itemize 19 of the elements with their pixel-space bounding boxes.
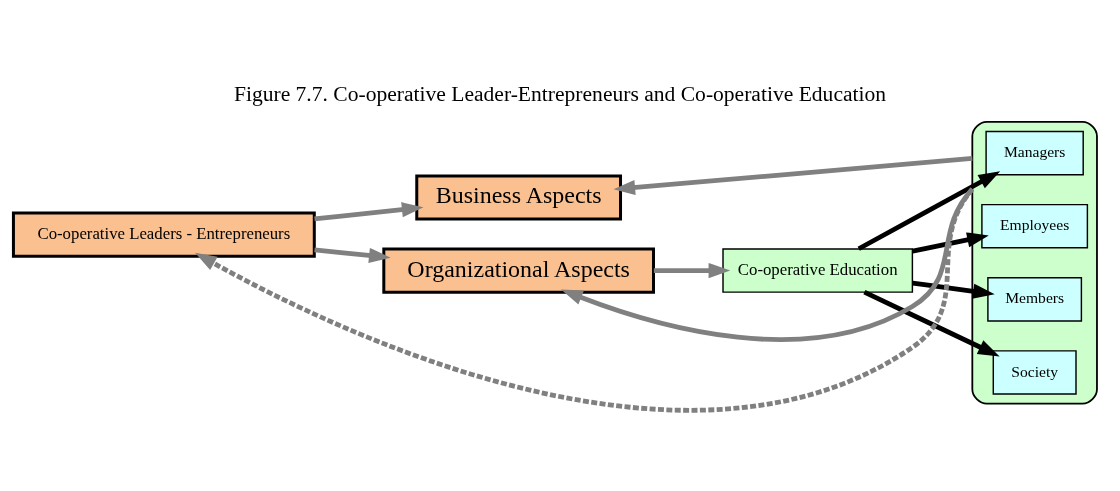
node-box: Employees bbox=[981, 203, 1089, 248]
arrow bbox=[613, 155, 973, 195]
node-box: Business Aspects bbox=[415, 173, 623, 221]
arrow bbox=[195, 187, 975, 412]
arrow bbox=[314, 246, 391, 263]
arrow bbox=[314, 201, 424, 221]
node-box: Members bbox=[987, 276, 1083, 322]
arrow bbox=[912, 280, 995, 299]
arrow bbox=[857, 170, 1001, 251]
node-box: Organizational Aspects bbox=[382, 247, 655, 294]
node-box: Society bbox=[992, 349, 1077, 395]
arrow bbox=[912, 231, 989, 254]
node-box: Co-operative Leaders - Entrepreneurs bbox=[11, 211, 316, 258]
arrow bbox=[863, 289, 1000, 356]
diagram-title: Figure 7.7. Co-operative Leader-Entrepreneurs and Co-operative Education bbox=[233, 81, 887, 106]
node-box: Managers bbox=[985, 130, 1084, 175]
arrow bbox=[653, 262, 731, 278]
arrow bbox=[561, 187, 975, 342]
node-box: Co-operative Education bbox=[722, 247, 914, 293]
